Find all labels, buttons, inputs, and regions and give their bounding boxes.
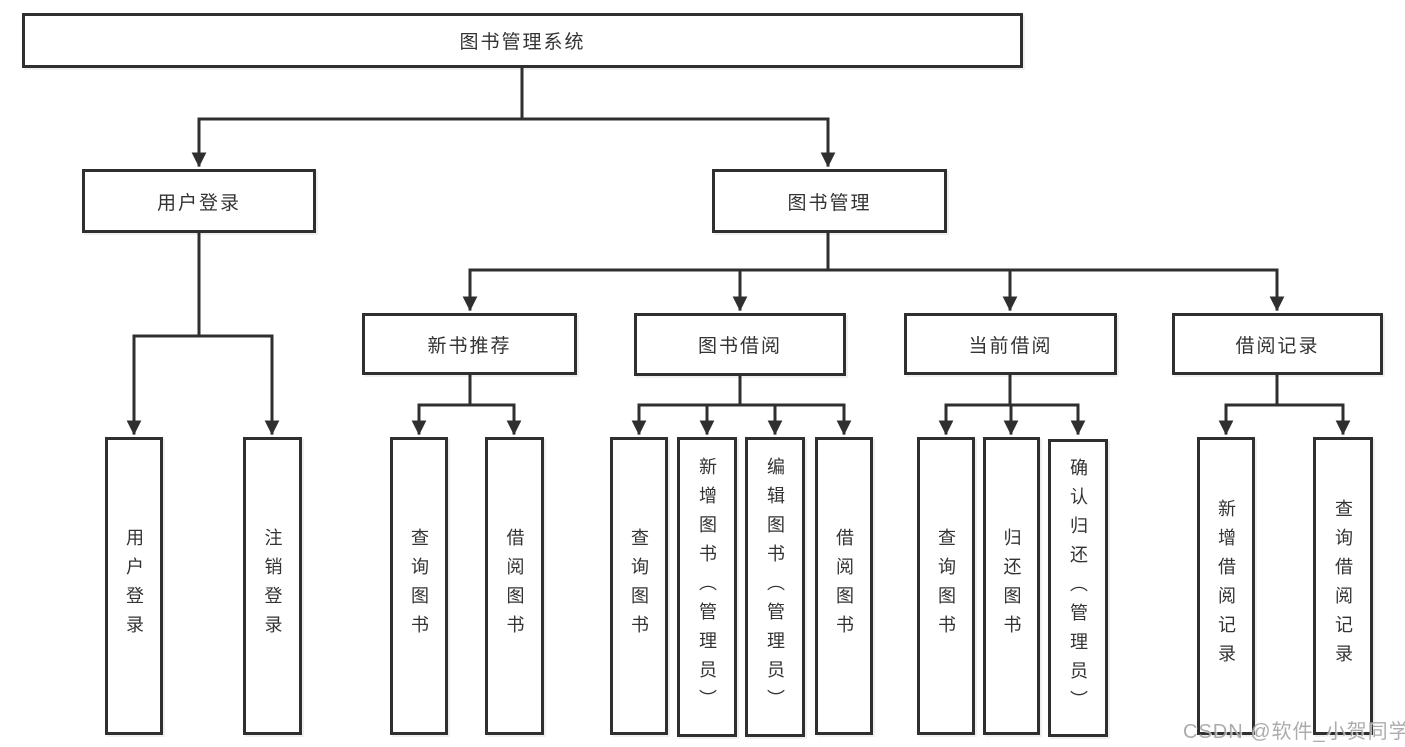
edge-borrow-records-bus	[1224, 373, 1345, 407]
edge-book-borrow-bus	[637, 374, 846, 407]
node-borrow-records: 借阅记录	[1172, 313, 1383, 375]
leaf-borrow-books-1-label: 借阅图书	[504, 528, 525, 644]
leaf-confirm-return-admin-label: 确认归还（管理员）	[1068, 457, 1088, 719]
node-user-login: 用户登录	[82, 169, 316, 233]
node-borrow-records-label: 借阅记录	[1235, 335, 1320, 357]
edge-book-management-bus	[468, 231, 1279, 272]
leaf-confirm-return-admin: 确认归还（管理员）	[1048, 439, 1108, 737]
leaf-borrow-books-2: 借阅图书	[815, 437, 873, 735]
node-book-management-label: 图书管理	[787, 192, 872, 214]
leaf-query-books-3: 查询图书	[917, 437, 975, 735]
leaf-return-books: 归还图书	[983, 437, 1040, 735]
leaf-logout-login-label: 注销登录	[262, 528, 283, 644]
leaf-query-books-3-label: 查询图书	[936, 528, 956, 644]
leaf-add-borrow-record-label: 新增借阅记录	[1216, 499, 1236, 673]
leaf-return-books-label: 归还图书	[1001, 528, 1022, 644]
node-new-book-recommend-label: 新书推荐	[427, 335, 512, 357]
leaf-edit-books-admin: 编辑图书（管理员）	[745, 437, 805, 737]
leaf-borrow-books-1: 借阅图书	[485, 437, 544, 735]
edge-current-borrow-bus	[944, 373, 1080, 407]
edge-user-login-bus	[132, 231, 274, 338]
leaf-query-books-1: 查询图书	[390, 437, 448, 735]
node-user-login-label: 用户登录	[156, 192, 241, 214]
node-library-management-system-label: 图书管理系统	[459, 32, 586, 53]
leaf-query-books-2-label: 查询图书	[629, 528, 649, 644]
leaf-query-borrow-record-label: 查询借阅记录	[1333, 499, 1353, 673]
node-library-management-system: 图书管理系统	[22, 13, 1023, 68]
leaf-add-books-admin: 新增图书（管理员）	[677, 437, 737, 737]
edge-root-bus	[197, 66, 830, 121]
leaf-edit-books-admin-label: 编辑图书（管理员）	[765, 456, 785, 718]
leaf-query-borrow-record: 查询借阅记录	[1313, 437, 1373, 735]
leaf-query-books-2: 查询图书	[610, 437, 668, 735]
edge-new-book-bus	[417, 373, 516, 407]
node-book-management: 图书管理	[712, 169, 947, 233]
node-new-book-recommend: 新书推荐	[362, 313, 577, 375]
node-current-borrow-label: 当前借阅	[968, 335, 1053, 357]
leaf-logout-login: 注销登录	[243, 437, 302, 735]
leaf-add-borrow-record: 新增借阅记录	[1197, 437, 1255, 735]
csdn-watermark: CSDN @软件_小贺同学	[1183, 721, 1405, 743]
node-book-borrow: 图书借阅	[634, 313, 846, 376]
leaf-query-books-1-label: 查询图书	[409, 528, 429, 644]
node-book-borrow-label: 图书借阅	[697, 336, 782, 357]
leaf-user-login: 用户登录	[105, 437, 163, 735]
leaf-borrow-books-2-label: 借阅图书	[834, 528, 854, 644]
leaf-user-login-label: 用户登录	[124, 528, 144, 644]
leaf-add-books-admin-label: 新增图书（管理员）	[697, 456, 717, 718]
node-current-borrow: 当前借阅	[904, 313, 1117, 375]
